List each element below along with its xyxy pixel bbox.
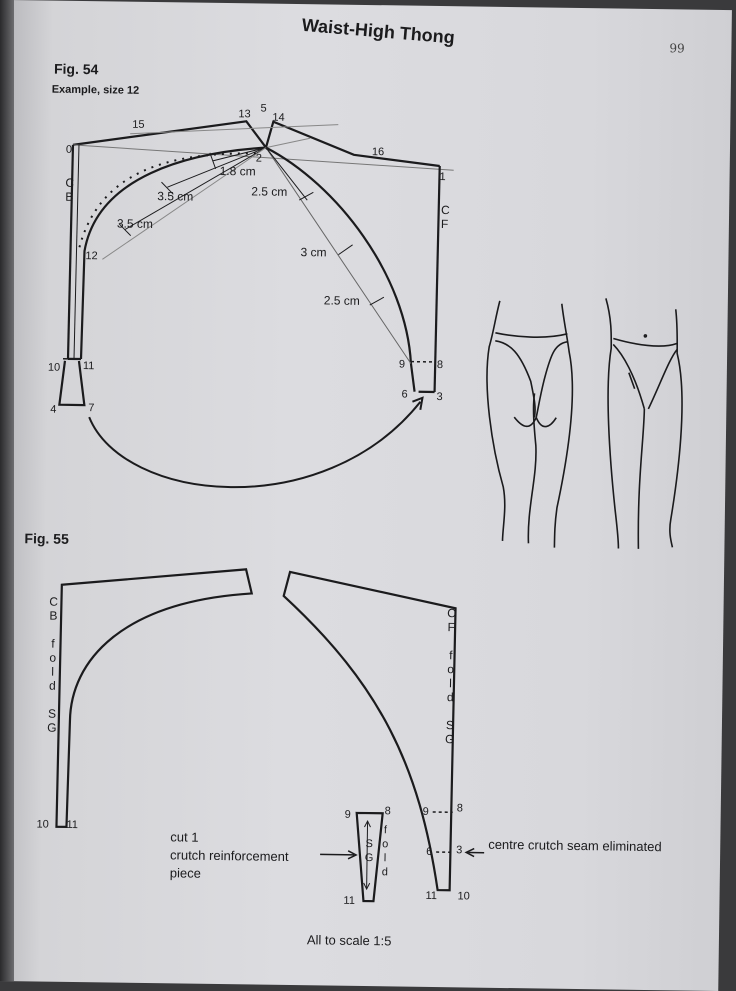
point-1: 1	[439, 171, 445, 183]
fig55-crutch-point-8: 8	[385, 805, 391, 817]
point-0: 0	[66, 144, 72, 156]
fig55-label: Fig. 55	[24, 530, 69, 547]
cb-letter-b: B	[65, 190, 73, 204]
point-3: 3	[436, 391, 442, 403]
fig55-point-8-right: 8	[457, 802, 463, 814]
point-15: 15	[132, 119, 144, 131]
point-10: 10	[48, 362, 60, 374]
point-12: 12	[85, 250, 97, 262]
fig55-left-vertical-label: C B f o l d S G	[46, 595, 60, 735]
thong-back-view-illustration	[485, 301, 574, 548]
fig55-right-vertical-label: C F f o l d S G	[444, 606, 458, 746]
fig55-point-3-right: 3	[456, 844, 462, 856]
crutch-grain-label: S G	[364, 837, 374, 865]
fig55-crutch-point-9: 9	[345, 809, 351, 821]
point-16: 16	[372, 146, 384, 158]
fig55-point-10-right: 10	[457, 890, 469, 902]
cut-note: cut 1 crutch reinforcement piece	[170, 828, 289, 884]
measure-1-8cm: 1.8 cm	[220, 164, 256, 179]
point-13: 13	[238, 108, 250, 120]
fig55-back-piece	[56, 567, 252, 830]
cf-letter-c: C	[441, 203, 450, 217]
measure-3cm: 3 cm	[300, 245, 326, 259]
scale-note: All to scale 1:5	[307, 932, 392, 948]
cf-letter-f: F	[441, 217, 449, 231]
measure-2-5cm-a: 2.5 cm	[251, 184, 287, 199]
seam-note: centre crutch seam eliminated	[488, 837, 662, 854]
fig54-transfer-arrow	[88, 397, 420, 490]
fig55-point-11-left: 11	[66, 819, 78, 831]
point-6: 6	[401, 389, 407, 401]
fig55-point-10-left: 10	[36, 818, 48, 830]
measure-2-5cm-b: 2.5 cm	[324, 293, 360, 308]
point-14: 14	[272, 112, 284, 124]
fig55-point-11-right: 11	[425, 890, 437, 902]
thong-front-view-illustration	[602, 298, 683, 549]
point-11: 11	[83, 360, 95, 372]
fig55-crutch-point-11: 11	[343, 895, 355, 907]
book-spine-shadow	[0, 0, 14, 981]
fig54-draft	[58, 119, 454, 490]
point-5: 5	[260, 103, 266, 115]
point-8: 8	[437, 359, 443, 371]
point-7: 7	[88, 402, 94, 414]
crutch-fold-label: f o l d	[380, 823, 391, 879]
fig55-point-6-right: 6	[426, 846, 432, 858]
cb-letter-c: C	[65, 176, 74, 190]
fig55-point-9-right: 9	[423, 806, 429, 818]
measure-3-5cm-b: 3.5 cm	[117, 217, 153, 232]
measure-3-5cm-a: 3.5 cm	[157, 189, 193, 204]
point-4: 4	[50, 404, 56, 416]
point-2: 2	[256, 152, 262, 164]
point-9: 9	[399, 358, 405, 370]
